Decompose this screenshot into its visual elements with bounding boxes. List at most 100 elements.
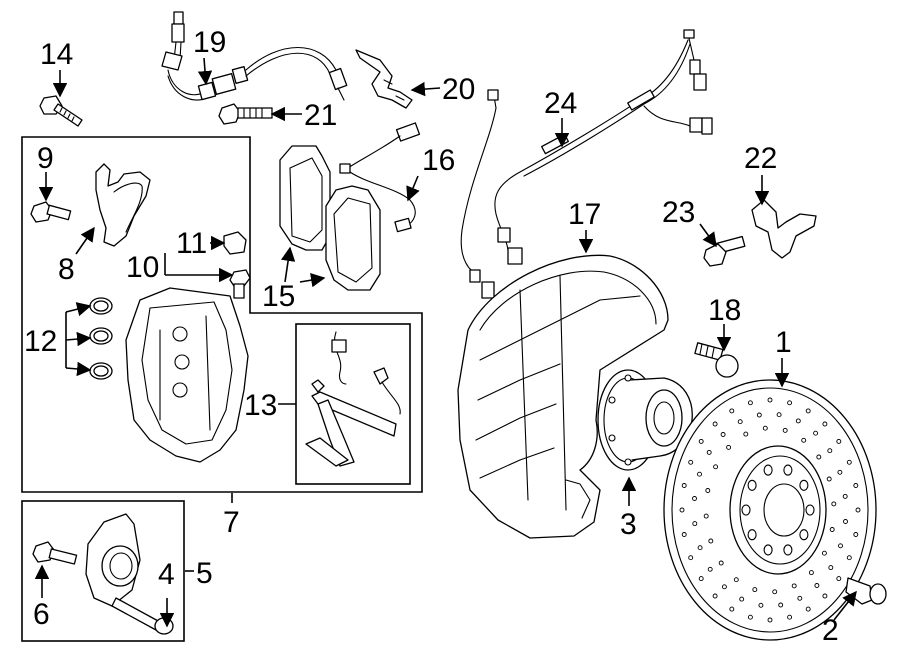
rotor-drill-hole: [718, 560, 724, 566]
callout-17: 17: [568, 198, 601, 231]
rotor-drill-hole: [772, 589, 778, 595]
rotor-drill-hole: [853, 483, 859, 488]
rotor-drill-hole: [831, 501, 837, 507]
abs-sensor-wire-24: [460, 29, 713, 299]
callout-2: 2: [822, 614, 839, 647]
callout-22: 22: [744, 142, 777, 175]
rotor-drill-hole: [795, 418, 801, 424]
bolt-4: [111, 597, 174, 635]
callout-20: 20: [442, 73, 475, 106]
rotor-lug-hole: [799, 479, 809, 491]
rotor-drill-hole: [681, 532, 687, 537]
bolt-23: [703, 235, 746, 267]
rotor-drill-hole: [814, 583, 820, 588]
rotor-lug-hole: [741, 504, 751, 516]
wear-sensor-wire-16: [339, 122, 421, 233]
rotor-drill-hole: [813, 430, 819, 436]
rotor-drill-hole: [836, 576, 842, 582]
rotor-drill-hole: [681, 483, 687, 488]
rotor-drill-hole: [697, 471, 702, 477]
rotor-drill-hole: [705, 488, 711, 493]
sensor-bracket-22: [751, 199, 817, 259]
rotor-drill-hole: [782, 427, 788, 433]
wheel-hub: [597, 369, 693, 471]
rotor-drill-hole: [697, 545, 703, 551]
rotor-drill-hole: [846, 459, 852, 465]
rotor-drill-hole: [791, 583, 797, 589]
rotor-drill-hole: [853, 532, 859, 537]
rotor-drill-hole: [843, 519, 848, 524]
rotor-drill-hole: [778, 602, 784, 608]
rotor-drill-hole: [826, 476, 832, 482]
rotor-drill-hole: [720, 432, 726, 437]
rotor-drill-hole: [729, 408, 735, 414]
rotor-drill-hole: [801, 437, 807, 443]
rotor-lug-hole: [747, 529, 757, 541]
bleeder-screw-10: [229, 269, 251, 299]
callout-10: 10: [126, 251, 159, 284]
rotor-drill-hole: [708, 538, 714, 544]
adapter-group-box: [21, 500, 185, 642]
bolt-18: [694, 342, 739, 378]
rotor-drill-hole: [829, 527, 835, 532]
rotor-drill-hole: [776, 412, 782, 418]
rotor-drill-hole: [688, 555, 694, 561]
brake-hose: [161, 11, 348, 101]
rotor-drill-hole: [706, 449, 712, 455]
rotor-drill-hole: [733, 577, 739, 583]
rotor-drill-hole: [692, 521, 698, 527]
rotor-drill-hole: [797, 595, 803, 601]
rotor-drill-hole: [822, 421, 828, 427]
rotor-drill-hole: [821, 550, 827, 556]
bracket-20: [355, 49, 413, 109]
rotor-drill-hole: [688, 459, 694, 465]
callout-24: 24: [544, 87, 577, 120]
rotor-drill-hole: [767, 397, 773, 403]
rotor-drill-hole: [758, 602, 764, 608]
callout-8: 8: [58, 253, 75, 286]
rotor-drill-hole: [737, 419, 743, 425]
rotor-drill-hole: [808, 570, 814, 576]
rotor-drill-hole: [787, 400, 793, 406]
rotor-drill-hole: [729, 606, 735, 612]
bolt-6: [32, 541, 78, 565]
rotor-lug-hole: [763, 464, 773, 476]
callout-7: 7: [223, 506, 240, 539]
rotor-drill-hole: [756, 412, 762, 418]
seal-rings: [89, 297, 113, 380]
rotor-drill-hole: [842, 493, 848, 499]
rotor-drill-hole: [838, 543, 843, 549]
rotor-drill-hole: [747, 614, 753, 620]
callout-19: 19: [193, 26, 226, 59]
rotor-drill-hole: [762, 425, 768, 431]
adapter-plate: [85, 513, 141, 607]
bolt-9: [30, 201, 72, 223]
rotor-drill-hole: [855, 507, 861, 513]
callout-labels: 1 2 3 4 5 6 7 8 9 10 11 12 13 14 15 16 1…: [24, 26, 839, 647]
rotor-drill-hole: [743, 431, 749, 437]
callout-4: 4: [158, 558, 175, 591]
rotor-drill-hole: [767, 617, 773, 623]
rotor-drill-hole: [816, 454, 822, 460]
caliper-bracket-8: [95, 163, 151, 247]
rotor-drill-hole: [805, 606, 811, 612]
rotor-drill-hole: [698, 438, 704, 444]
wheel-stud-2: [845, 577, 887, 605]
rotor-drill-hole: [828, 565, 834, 571]
brake-pads: [279, 145, 381, 291]
rotor-drill-hole: [707, 566, 713, 572]
rotor-lug-hole: [747, 479, 757, 491]
caliper-group-box: [21, 136, 423, 493]
callout-14: 14: [40, 38, 73, 71]
rotor-drill-hole: [846, 555, 852, 561]
rotor-drill-hole: [805, 408, 811, 414]
rotor-drill-hole: [712, 593, 718, 599]
callout-6: 6: [33, 598, 50, 631]
callout-16: 16: [422, 144, 455, 177]
callout-3: 3: [620, 508, 637, 541]
rotor-drill-hole: [747, 400, 753, 406]
hardware-kit: [305, 331, 401, 467]
rotor-drill-hole: [822, 593, 828, 599]
rotor-drill-hole: [721, 584, 727, 590]
rotor-lug-hole: [783, 464, 793, 476]
